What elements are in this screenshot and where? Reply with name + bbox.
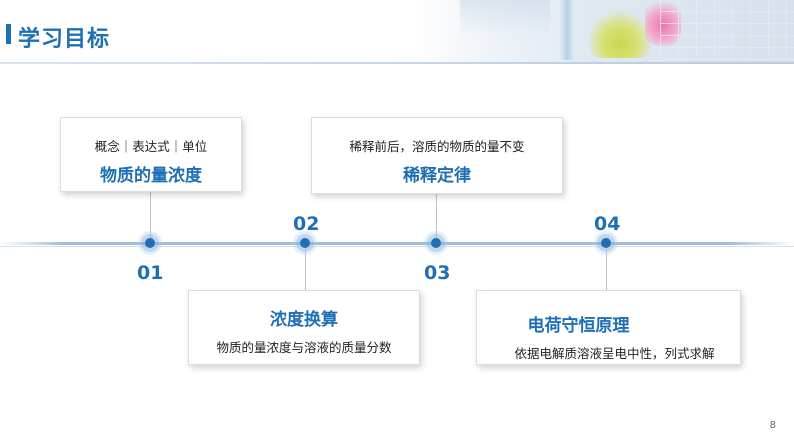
card-dilution-law: 稀释前后，溶质的物质的量不变 稀释定律	[311, 117, 563, 194]
timeline-node-03	[431, 238, 441, 248]
step-number-03: 03	[424, 262, 451, 284]
timeline-axis	[0, 242, 794, 245]
connector-line-02	[305, 248, 306, 290]
card-subtitle: 依据电解质溶液呈电中性，列式求解	[514, 346, 715, 361]
connector-line-03	[436, 192, 437, 242]
timeline-node-04	[601, 238, 611, 248]
card-subtitle: 概念｜表达式｜单位	[94, 139, 208, 154]
card-heading: 稀释定律	[403, 166, 471, 186]
step-number-04: 04	[594, 213, 621, 235]
card-subtitle: 物质的量浓度与溶液的质量分数	[216, 340, 392, 355]
connector-line-01	[150, 190, 151, 242]
step-number-02: 02	[293, 213, 320, 235]
header-band: 学习目标	[0, 0, 794, 64]
card-heading: 电荷守恒原理	[527, 316, 630, 336]
card-concentration: 概念｜表达式｜单位 物质的量浓度	[60, 117, 242, 192]
timeline-node-02	[300, 238, 310, 248]
lab-photo-decoration	[440, 0, 794, 62]
step-number-01: 01	[137, 262, 164, 284]
connector-line-04	[606, 248, 607, 290]
card-charge-conservation: 电荷守恒原理 依据电解质溶液呈电中性，列式求解	[476, 290, 741, 365]
test-tube-image	[560, 0, 574, 60]
header-divider	[0, 62, 794, 64]
page-number: 8	[769, 420, 776, 431]
card-heading: 浓度换算	[270, 310, 338, 330]
page-title: 学习目标	[18, 27, 111, 52]
timeline-axis-shadow	[0, 246, 794, 247]
yellow-flask-image	[590, 10, 650, 58]
title-accent-bar	[6, 24, 11, 44]
card-heading: 物质的量浓度	[100, 166, 202, 186]
glassware-image	[460, 0, 550, 36]
card-concentration-conversion: 浓度换算 物质的量浓度与溶液的质量分数	[188, 290, 420, 365]
timeline-node-01	[145, 238, 155, 248]
card-subtitle: 稀释前后，溶质的物质的量不变	[349, 139, 525, 154]
periodic-table-image	[660, 0, 794, 60]
